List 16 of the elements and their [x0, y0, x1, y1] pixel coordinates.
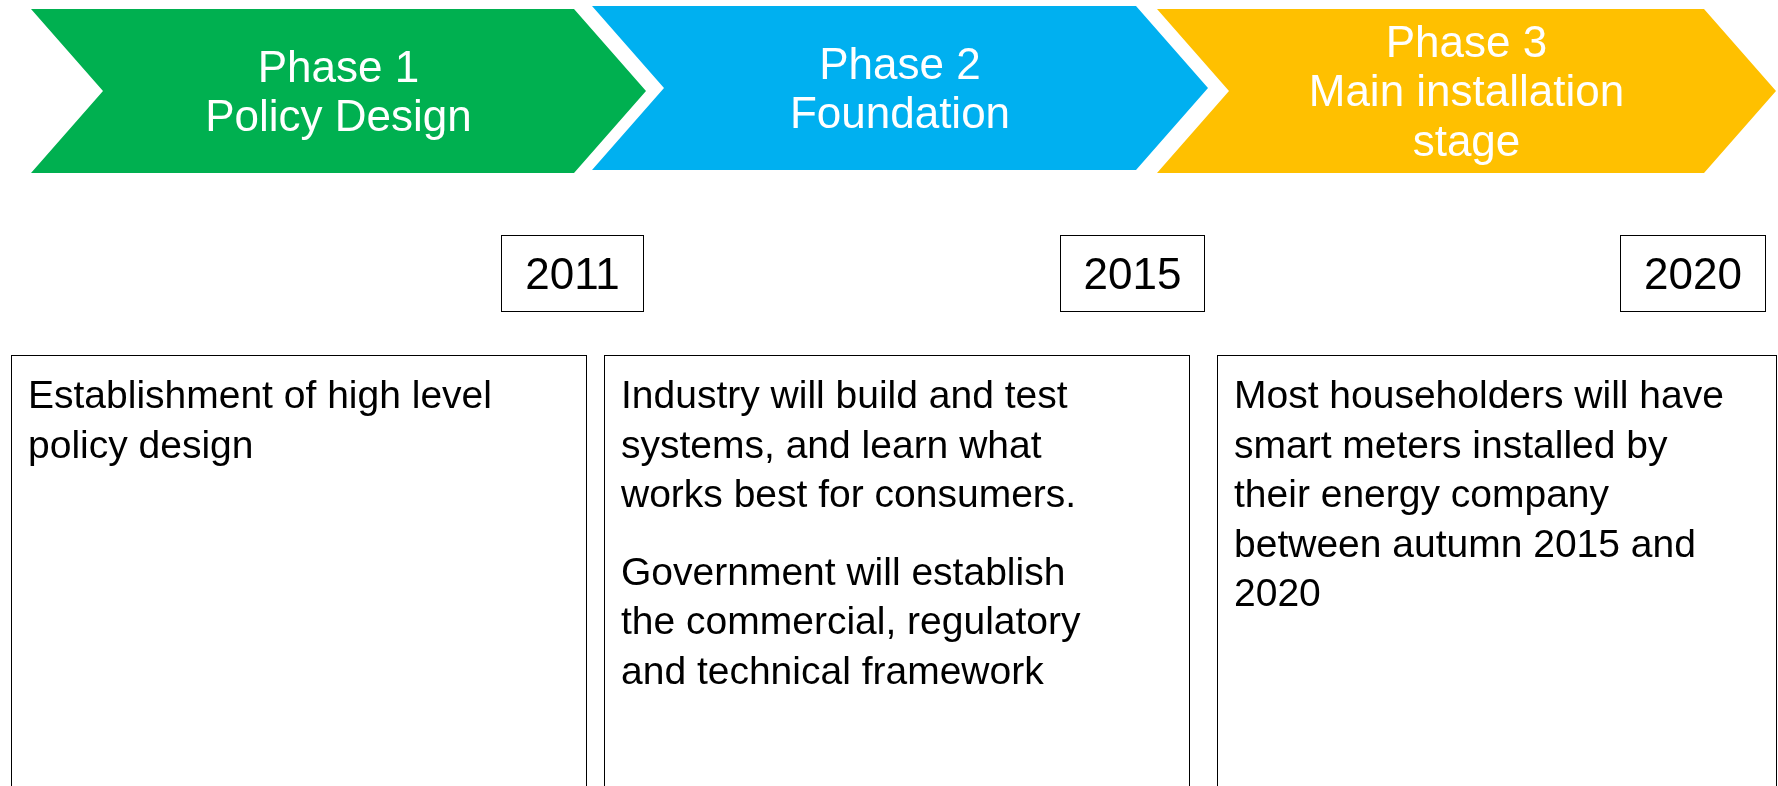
- description-text: Most householders will have smart meters installed by their energy company between autumn 2015 and 2020: [1234, 372, 1725, 617]
- phase-title: Policy Design: [205, 91, 472, 141]
- year-box: 2015: [1060, 235, 1205, 312]
- description-box: [604, 355, 1190, 786]
- phase-number: Phase 3: [1385, 17, 1548, 67]
- phase-number: Phase 1: [257, 41, 420, 91]
- year-box: 2020: [1620, 235, 1766, 312]
- phase-title: Main installation stage: [1307, 66, 1626, 165]
- phase-title: Foundation: [789, 88, 1011, 138]
- description-text: Establishment of high level policy design: [28, 372, 493, 468]
- description-box: [1217, 355, 1777, 786]
- description-text: Government will establish the commercial, regulatory and technical framework: [621, 548, 1082, 694]
- description-box: [11, 355, 587, 786]
- description-text: Industry will build and test systems, and learn what works best for consumers.: [621, 372, 1078, 518]
- phase-number: Phase 2: [819, 38, 981, 88]
- year-box: 2011: [501, 235, 644, 312]
